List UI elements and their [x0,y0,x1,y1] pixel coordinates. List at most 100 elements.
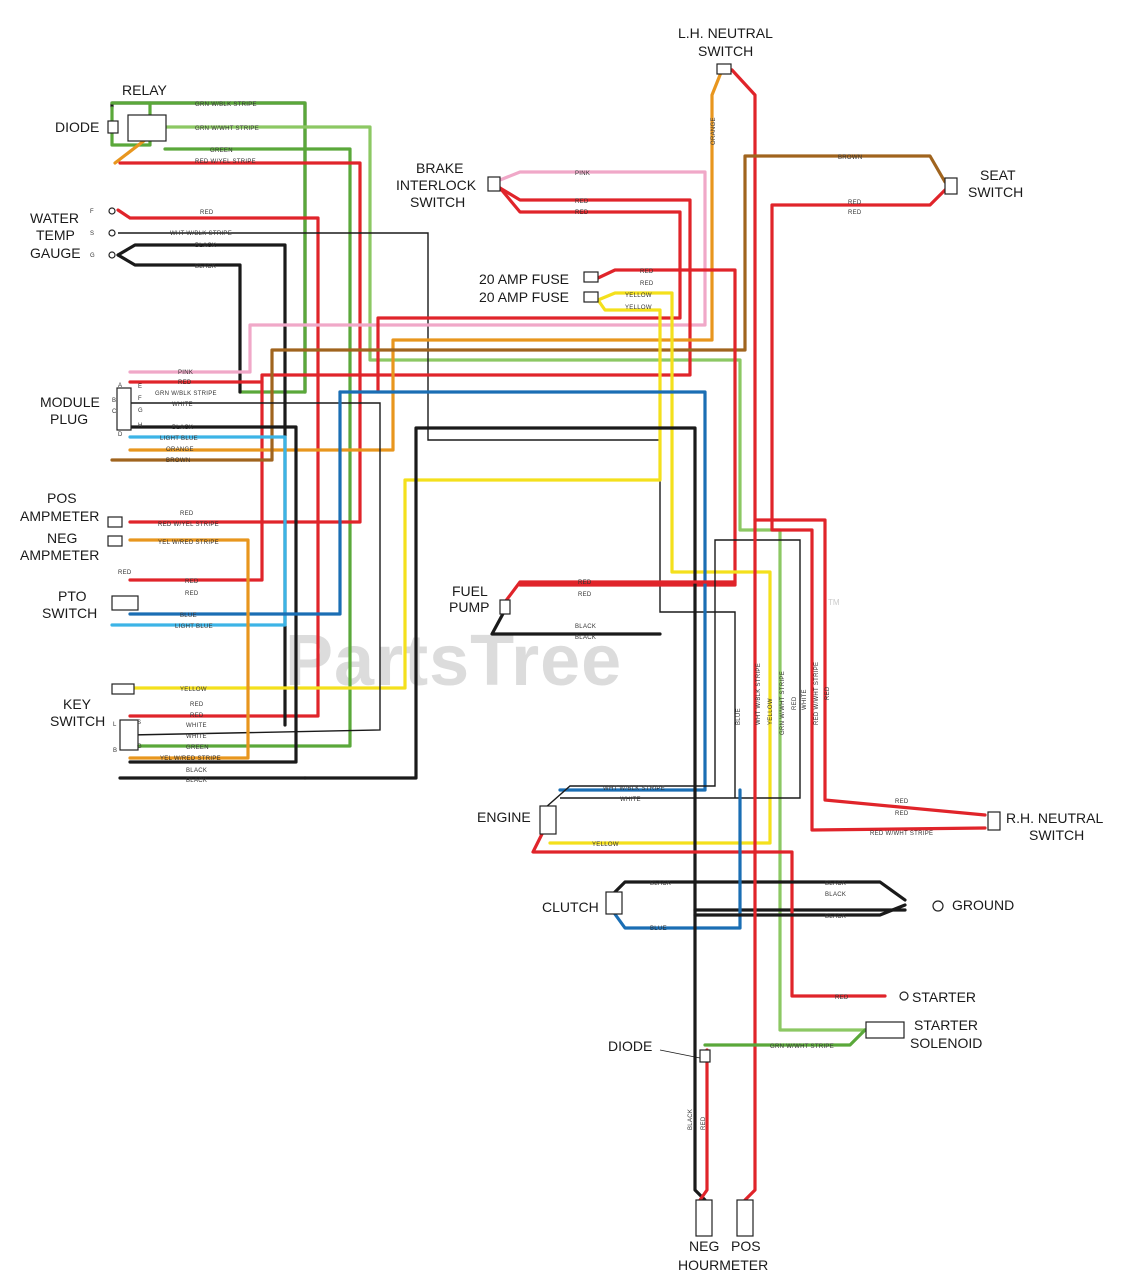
wire-label: RED [835,995,849,1001]
component-labels: RELAY DIODE L.H. NEUTRAL SWITCH BRAKE IN… [20,25,1103,1273]
wire-red-hourmeter-2 [743,518,757,1202]
fuel-label-2: PUMP [449,599,489,615]
wire-red-lh [730,68,987,817]
wire-label: RED [190,702,204,708]
wire-label: RED [185,591,199,597]
wire-label: RED [578,592,592,598]
wire-label: WHITE [802,689,808,710]
neg-amp-label-1: NEG [47,530,77,546]
wire-red-brake-1 [128,186,692,582]
wire-label: RED W/YEL STRIPE [158,522,219,528]
pos-hourmeter-connector [736,1199,754,1237]
engine-label: ENGINE [477,809,531,825]
clutch-label: CLUTCH [542,899,599,915]
module-plug-body [116,387,132,431]
diode-top-label: DIODE [55,119,99,135]
ground-label: GROUND [952,897,1014,913]
fuel-label-1: FUEL [452,583,488,599]
terminal-letter: S [137,720,141,726]
module-label-2: PLUG [50,411,88,427]
water-terminal-f [108,207,116,215]
hourmeter-label: HOURMETER [678,1257,768,1273]
wire-label: RED [640,281,654,287]
terminal-letter: E [138,384,142,390]
wire-label: WHITE [186,723,207,729]
wire-label: BLACK [825,892,846,898]
fuel-pump-connector [499,599,511,615]
solenoid-label-2: SOLENOID [910,1035,982,1051]
wire-yel-red [128,538,250,760]
wire-red-brake-2 [376,186,682,392]
wire-label: RED [701,1116,707,1130]
wire-label: WHITE [172,402,193,408]
wire-label: RED [575,210,589,216]
wire-label: RED [848,200,862,206]
wire-black-water-1 [116,243,287,727]
wire-label: BLACK [688,1109,694,1130]
pto-label-1: PTO [58,588,87,604]
wire-label: ORANGE [711,117,717,145]
wire-label: RED [895,799,909,805]
wire-label: RED [848,210,862,216]
lh-neutral-connector [716,63,732,75]
engine-connector [539,805,557,835]
terminal-letter: B [112,398,116,404]
wire-label: BROWN [838,155,863,161]
wire-label: RED [895,811,909,817]
key-switch-body [119,719,139,751]
wire-black-clutch [610,880,907,902]
wire-label: BROWN [166,458,191,464]
terminal-letter: B [113,748,117,754]
wire-label: GRN W/WHT STRIPE [195,126,259,132]
terminal-letter: D [118,432,123,438]
wire-label: RED W/WHT STRIPE [814,662,820,725]
terminal-letter: H [138,423,143,429]
wire-white-engine [544,539,801,809]
terminal-letter: G [137,744,142,750]
wire-label: YELLOW [625,293,652,299]
brake-label-2: INTERLOCK [396,177,477,193]
key-label-2: SWITCH [50,713,105,729]
brake-label-3: SWITCH [410,194,465,210]
wire-label: LIGHT BLUE [160,436,198,442]
wire-label: GREEN [186,745,209,751]
wire-red-water [116,208,320,718]
wire-yellow-fuse-1 [128,298,662,690]
terminal-letter: C [112,409,117,415]
wire-label: RED [185,579,199,585]
pos-ampmeter-connector [107,516,123,528]
wire-label: WHT W/BLK STRIPE [603,786,665,792]
water-terminal-g [108,251,116,259]
seat-label-1: SEAT [980,167,1016,183]
wire-pink [128,170,707,374]
wire-label: BLACK [825,881,846,887]
wire-green-solenoid [703,1028,867,1047]
wire-label: BLACK [186,768,207,774]
solenoid-label-1: STARTER [914,1017,978,1033]
terminal-letter: S [90,231,94,237]
key-label-1: KEY [63,696,92,712]
terminal-letter: G [138,408,143,414]
wire-label: BLACK [825,914,846,920]
terminal-letter: L [113,722,117,728]
neg-amp-label-2: AMPMETER [20,547,99,563]
wire-label: BLACK [575,624,596,630]
wire-red-yel [118,161,362,524]
lh-neutral-label-2: SWITCH [698,43,753,59]
pto-label-2: SWITCH [42,605,97,621]
diode-leader [659,1049,701,1059]
wire-red-engine [531,826,887,998]
wire-label: LIGHT BLUE [175,624,213,630]
wire-label: GRN W/BLK STRIPE [155,391,217,397]
wire-red-seat [770,188,987,832]
diode-bottom-label: DIODE [608,1038,652,1054]
relay-body [127,114,167,142]
terminal-letter: RED [118,570,132,576]
fuse-label-1: 20 AMP FUSE [479,271,569,287]
fuse-1 [583,271,599,283]
wire-label: BLACK [172,425,193,431]
wire-label: WHITE [186,734,207,740]
wire-label: YELLOW [625,305,652,311]
water-label-3: GAUGE [30,245,81,261]
terminal-letters: F S G RED A B C D E F G H L B G S [90,209,143,754]
